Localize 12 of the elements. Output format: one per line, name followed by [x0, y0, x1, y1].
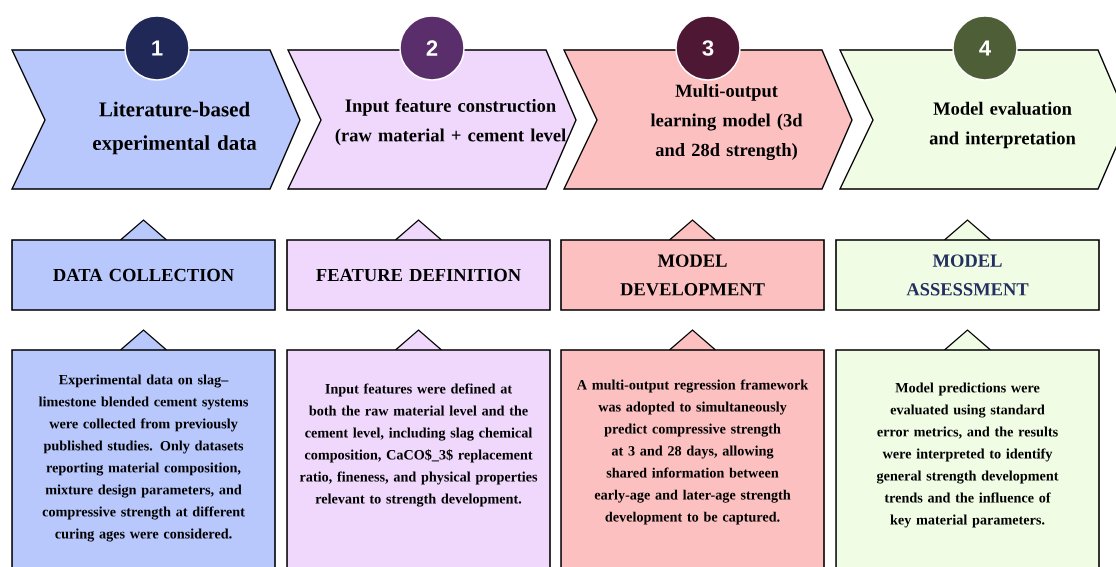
- stage-box: MODEL DEVELOPMENT: [560, 219, 825, 311]
- step-number: 1: [124, 15, 190, 81]
- description-box: A multi-output regression framework was adopted to simultaneously predict compressive strength at 3 and 28 days, allowing shared information between early-age and later-age strength development to be captured.: [560, 329, 825, 567]
- stage-box: DATA COLLECTION: [11, 219, 276, 311]
- description-box: Input features were defined at both the raw material level and the cement level, including slag chemical composition, CaCO$_3$ replacement ratio, fineness, and physical properties relevant to strength development.: [286, 329, 551, 567]
- stage-box: FEATURE DEFINITION: [286, 219, 551, 311]
- description-box: Model predictions were evaluated using standard error metrics, and the results were interpreted to identify general strength development trends and the influence of key material parameters.: [835, 329, 1100, 567]
- step-number: 3: [675, 15, 741, 81]
- step-number: 4: [952, 15, 1018, 81]
- stage-box: MODEL ASSESSMENT: [835, 219, 1100, 311]
- step-number: 2: [399, 15, 465, 81]
- description-box: Experimental data on slag–limestone blended cement systems were collected from previously published studies. Only datasets reporting material composition, mixture design parameters, and compressive strength at different curing ages were considered.: [11, 329, 276, 567]
